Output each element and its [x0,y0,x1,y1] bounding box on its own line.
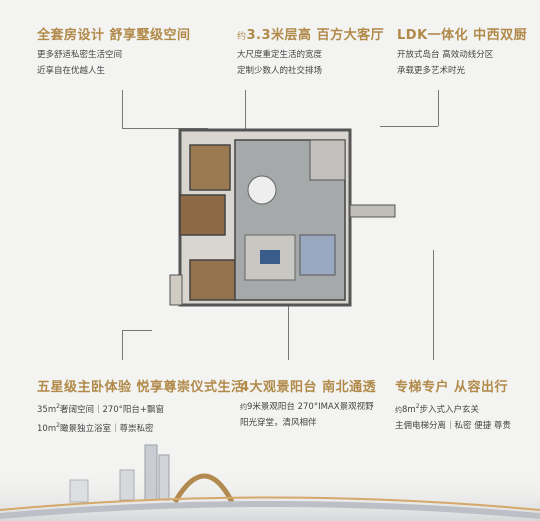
dining-table [247,175,277,205]
leader-line [122,90,208,129]
feature-line: 约9米景观阳台 270°IMAX景观视野 [240,402,374,412]
feature-private-elevator: 专梯专户 从容出行 约8m2步入式入户玄关 主佣电梯分离｜私密 便捷 尊贵 [395,376,511,434]
feature-line: 阳光穿堂，清风相伴 [240,418,317,428]
balcony [169,274,183,306]
arch-landmark [172,473,235,504]
feature-line: 35m2奢阔空间｜270°阳台+飘窗 [37,403,165,415]
title-prefix: 约 [237,32,247,42]
kitchen [309,139,346,181]
tower [158,454,170,501]
train-track [0,501,540,519]
skyline-illustration [0,444,540,521]
leader-line [122,330,152,331]
bedroom-floor [189,259,236,301]
feature-line: 承载更多艺术时光 [397,66,466,76]
building [119,469,135,501]
leader-line [433,250,434,360]
feature-line: 约8m2步入式入户玄关 [395,403,480,415]
feature-ldk: LDK一体化 中西双厨 开放式岛台 高效动线分区 承载更多艺术时光 [397,24,527,79]
feature-balconies: 4大观景阳台 南北通透 约9米景观阳台 270°IMAX景观视野 阳光穿堂，清风… [240,376,376,431]
feature-title: 五星级主卧体验 悦享尊崇仪式生活 [37,380,245,395]
balcony [349,204,396,218]
feature-line: 10m2瞰景独立浴室｜尊崇私密 [37,421,154,434]
feature-full-suite: 全套房设计 舒享墅级空间 更多舒适私密生活空间 近享自在优越人生 [37,24,191,79]
feature-line: 主佣电梯分离｜私密 便捷 尊贵 [395,420,511,431]
lounge-rug [299,234,336,276]
feature-title: 4大观景阳台 南北通透 [240,380,377,395]
building [69,479,89,503]
leader-line [288,300,289,360]
leader-line [438,90,439,126]
leader-line [380,126,438,127]
floor-plan [169,128,396,307]
feature-line: 更多舒适私密生活空间 [37,50,123,60]
feature-line: 定制少数人的社交排场 [237,66,323,76]
feature-ceiling-height: 约3.3米层高 百方大客厅 大尺度重定生活的宽度 定制少数人的社交排场 [237,24,384,79]
feature-line: 近享自在优越人生 [37,66,106,76]
feature-title: 约3.3米层高 百方大客厅 [237,24,384,43]
coffee-table [260,250,280,264]
feature-title: 专梯专户 从容出行 [395,380,509,395]
curve-road [0,496,540,511]
feature-title: 全套房设计 舒享墅级空间 [37,28,191,43]
tower [144,444,158,501]
leader-line [245,90,246,150]
bedroom-floor [189,144,231,191]
title-text: 3.3米层高 百方大客厅 [246,28,385,43]
feature-title: LDK一体化 中西双厨 [397,28,528,43]
bedroom-floor [179,194,226,236]
leader-line [122,330,123,360]
feature-line: 大尺度重定生活的宽度 [237,50,323,60]
feature-line: 开放式岛台 高效动线分区 [397,50,494,60]
feature-master-suite: 五星级主卧体验 悦享尊崇仪式生活 35m2奢阔空间｜270°阳台+飘窗 10m2… [37,376,245,437]
